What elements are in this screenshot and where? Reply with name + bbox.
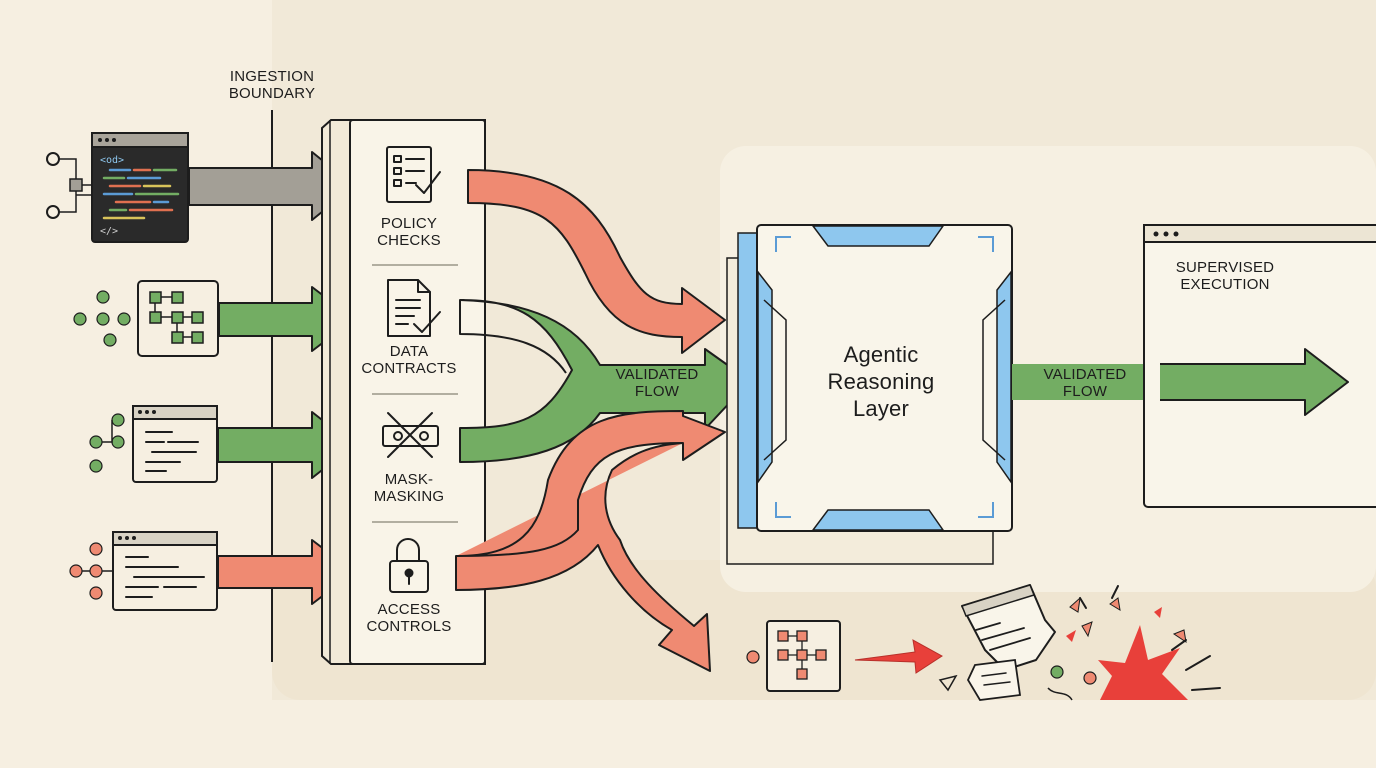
label-line: FLOW (1062, 383, 1108, 400)
validated-flow-label-1: VALIDATED FLOW (602, 366, 712, 400)
data-contract-document-icon (387, 279, 441, 337)
mask-masking-label: MASK- MASKING (354, 471, 464, 505)
label-line: MASKING (373, 488, 445, 505)
access-lock-icon (389, 538, 429, 593)
label-line: ACCESS (377, 601, 441, 618)
explosion-burst (1098, 625, 1188, 700)
source-graph-green (73, 280, 219, 357)
code-open-tag: <od> (100, 155, 124, 166)
source-window-red (69, 531, 218, 611)
label-line: Agentic (843, 342, 919, 367)
execution-output-arrow (1012, 364, 1160, 400)
supervised-execution-window (1143, 224, 1376, 508)
label-line: BOUNDARY (228, 85, 316, 102)
agentic-reasoning-layer-label: Agentic Reasoning Layer (800, 341, 962, 422)
code-close-tag: </> (100, 226, 118, 237)
label-line: POLICY (380, 215, 438, 232)
label-line: SUPERVISED (1175, 259, 1275, 276)
label-line: DATA (389, 343, 429, 360)
failure-red-arrow (854, 639, 943, 674)
validated-merge-flow (459, 299, 751, 463)
policy-checklist-icon (386, 146, 441, 203)
label-line: Reasoning (827, 369, 935, 394)
output-flows (455, 169, 751, 672)
validated-flow-label-2: VALIDATED FLOW (1030, 366, 1140, 400)
label-line: EXECUTION (1180, 276, 1270, 293)
masking-crossed-icon (382, 412, 439, 458)
data-contracts-label: DATA CONTRACTS (354, 343, 464, 377)
label-line: FLOW (634, 383, 680, 400)
label-line: CONTRACTS (361, 360, 457, 377)
label-line: CHECKS (377, 232, 441, 249)
label-line: VALIDATED (615, 366, 699, 383)
label-line: INGESTION (229, 68, 315, 85)
label-line: CONTROLS (366, 618, 452, 635)
input-arrows (188, 151, 355, 605)
agentic-reasoning-chip (726, 224, 1013, 565)
source-window-green (89, 405, 218, 483)
label-line: VALIDATED (1043, 366, 1127, 383)
policy-checks-label: POLICY CHECKS (354, 215, 464, 249)
source-code-window: <od> </> (46, 132, 189, 243)
supervised-execution-label: SUPERVISED EXECUTION (1160, 259, 1290, 293)
policy-reject-flow (467, 169, 726, 354)
label-line: MASK- (384, 471, 434, 488)
access-controls-label: ACCESS CONTROLS (354, 601, 464, 635)
ingestion-boundary-label: INGESTION BOUNDARY (212, 68, 332, 102)
label-line: Layer (852, 396, 910, 421)
validation-column (321, 119, 486, 665)
failure-region (746, 584, 1221, 701)
access-reject-flow (455, 410, 726, 672)
